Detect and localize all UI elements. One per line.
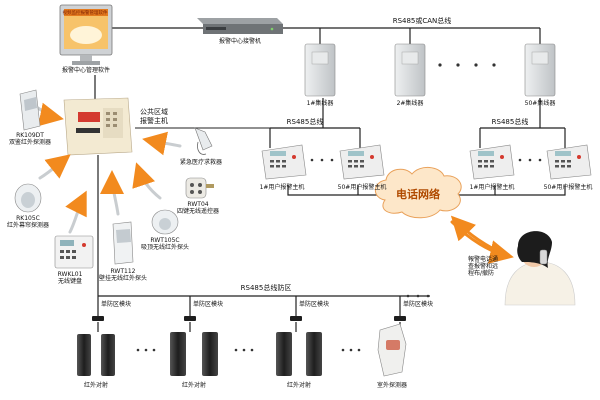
concentrator-1-label: 1#集线器: [306, 100, 334, 107]
outdoor-detector-icon: [377, 323, 407, 377]
rwt105c-desc: 吸顶无线红外探头: [140, 244, 190, 251]
rs485-zone-bus-label: RS485总线防区: [240, 284, 292, 292]
rwt04-remote-icon: [185, 177, 214, 199]
panic-button-label: 紧急医疗求救器: [180, 159, 223, 166]
receiver-icon: [197, 18, 283, 34]
bus-lines: [94, 27, 566, 332]
phone-notice-line-2: 查报警和远: [468, 263, 499, 270]
user-host-1-left-label: 1#用户报警主机: [259, 184, 305, 191]
user-host-1-right-label: 1#用户报警主机: [469, 184, 515, 191]
concentrator-50-icon: [524, 43, 556, 97]
zone-module-icons: [92, 316, 406, 321]
phone-notice-line-1: 報警电话通: [468, 256, 499, 263]
rwkl01-model: RWKL01: [57, 271, 83, 278]
ir-beam-2-label: 红外对射: [181, 382, 207, 389]
outdoor-detector-label: 室外探测器: [376, 382, 408, 389]
rwkl01-keypad-icon: [54, 235, 94, 269]
user-host-50-left-label: 50#用户报警主机: [337, 184, 387, 191]
public-area-host-icon: [63, 97, 133, 156]
ir-beam-1-label: 红外对射: [83, 382, 109, 389]
ir-beam-3-label: 红外对射: [286, 382, 312, 389]
rwt112-model: RWT112: [110, 268, 136, 275]
rk105c-desc: 红外幕帘探测器: [6, 222, 50, 229]
receiver-label: 报警中心接警机: [218, 38, 262, 45]
ir-beam-1-icon: [77, 334, 115, 376]
rk109dt-desc: 双鉴红外探测器: [8, 139, 52, 146]
zone-module-4-label: 单防区模块: [403, 301, 434, 308]
rwt105c-detector-icon: [151, 209, 179, 235]
concentrator-1-icon: [304, 43, 336, 97]
user-host-1-left-icon: [261, 144, 307, 180]
zone-module-1-label: 单防区模块: [101, 301, 132, 308]
wireless-arrows: [36, 102, 514, 264]
zone-module-3-label: 单防区模块: [299, 301, 330, 308]
monitor-screen-title: 视频监控报警管理软件: [62, 11, 108, 16]
user-host-50-right-label: 50#用户报警主机: [543, 184, 593, 191]
monitor-icon: [59, 4, 113, 65]
phone-notice-line-3: 程布/撤防: [468, 270, 495, 277]
rk109dt-detector-icon: [19, 89, 41, 131]
concentrator-50-label: 50#集线器: [524, 100, 556, 107]
rwt04-desc: 四键无线遥控器: [176, 208, 220, 215]
concentrator-2-icon: [394, 43, 426, 97]
mgmt-software-label: 报警中心管理软件: [61, 67, 111, 74]
rk109dt-model: RK109DT: [16, 132, 44, 139]
ir-beam-3-icon: [276, 332, 322, 376]
rwt04-model: RWT04: [187, 201, 209, 208]
public-area-label-2: 报警主机: [140, 117, 168, 125]
user-host-50-left-icon: [339, 144, 385, 180]
ir-beam-2-icon: [170, 332, 218, 376]
rs485-bus-right-label: RS485总线: [491, 118, 529, 126]
rk105c-model: RK105C: [16, 215, 40, 222]
public-area-label-1: 公共区域: [140, 108, 168, 116]
rwt112-desc: 壁挂无线红外探头: [98, 275, 148, 282]
concentrator-2-label: 2#集线器: [396, 100, 424, 107]
panic-button-icon: [194, 127, 213, 155]
user-host-1-right-icon: [469, 144, 515, 180]
phone-network-cloud-icon: [374, 167, 462, 219]
rs485-bus-left-label: RS485总线: [286, 118, 324, 126]
phone-network-label: 电话网络: [396, 188, 440, 201]
operator-person-icon: [504, 231, 576, 306]
rwt105c-model: RWT105C: [150, 237, 180, 244]
user-host-50-right-icon: [546, 144, 592, 180]
zone-module-2-label: 单防区模块: [193, 301, 224, 308]
rk105c-detector-icon: [14, 183, 42, 213]
rwkl01-desc: 无线键盘: [57, 278, 83, 285]
rs485-can-bus-label: RS485或CAN总线: [392, 17, 452, 25]
rwt112-detector-icon: [112, 221, 134, 265]
continuation-dots: [136, 63, 542, 352]
